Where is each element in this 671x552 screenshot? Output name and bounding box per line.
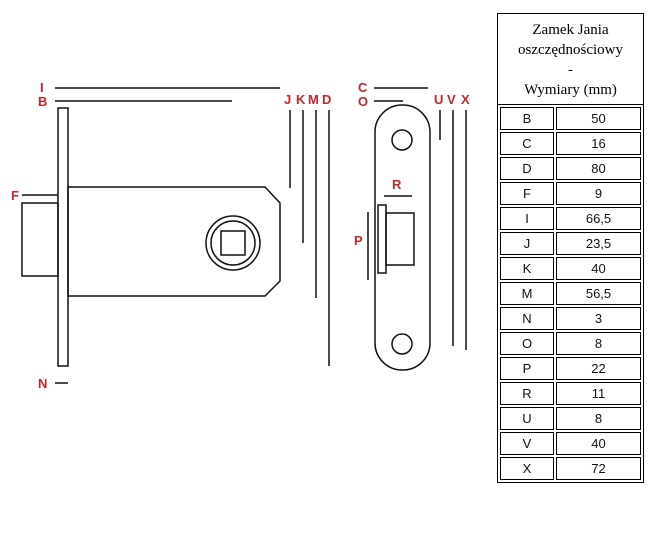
dimension-value: 8 bbox=[556, 407, 641, 430]
label-c: C bbox=[358, 80, 368, 95]
dimension-value: 23,5 bbox=[556, 232, 641, 255]
latch-opening-flange bbox=[377, 204, 387, 274]
dimension-key: F bbox=[500, 182, 554, 205]
dimension-key: M bbox=[500, 282, 554, 305]
dimension-value: 16 bbox=[556, 132, 641, 155]
latch-opening bbox=[385, 212, 415, 266]
latch-bolt bbox=[21, 202, 59, 277]
dimension-key: B bbox=[500, 107, 554, 130]
label-v: V bbox=[447, 92, 456, 107]
lock-body bbox=[67, 186, 281, 297]
dimensions-table: Zamek Jania oszczędnościowy - Wymiary (m… bbox=[497, 13, 644, 483]
dimension-value: 66,5 bbox=[556, 207, 641, 230]
dimension-key: O bbox=[500, 332, 554, 355]
dimension-value: 22 bbox=[556, 357, 641, 380]
spindle-hub-outer bbox=[205, 215, 261, 271]
lock-dimension-drawing: I B F N J K M D C O U V X R P bbox=[11, 80, 470, 391]
dimension-value: 8 bbox=[556, 332, 641, 355]
label-d: D bbox=[322, 92, 331, 107]
label-o: O bbox=[358, 94, 368, 109]
dimension-key: V bbox=[500, 432, 554, 455]
label-p: P bbox=[354, 233, 363, 248]
label-b: B bbox=[38, 94, 47, 109]
dimension-key: X bbox=[500, 457, 554, 480]
strike-screw-hole-top bbox=[391, 129, 413, 151]
label-n: N bbox=[38, 376, 47, 391]
dimension-key: I bbox=[500, 207, 554, 230]
dimension-value: 11 bbox=[556, 382, 641, 405]
table-title-line-3: - bbox=[568, 62, 573, 78]
dimension-value: 9 bbox=[556, 182, 641, 205]
label-k: K bbox=[296, 92, 306, 107]
dimension-value: 72 bbox=[556, 457, 641, 480]
dimension-key: K bbox=[500, 257, 554, 280]
table-title: Zamek Jania oszczędnościowy - Wymiary (m… bbox=[498, 14, 643, 105]
strike-plate bbox=[374, 104, 431, 371]
dimension-value: 3 bbox=[556, 307, 641, 330]
dimension-value: 40 bbox=[556, 432, 641, 455]
label-m: M bbox=[308, 92, 319, 107]
dimension-value: 80 bbox=[556, 157, 641, 180]
dimension-value: 50 bbox=[556, 107, 641, 130]
spindle-square bbox=[220, 230, 246, 256]
label-u: U bbox=[434, 92, 443, 107]
dimension-value: 40 bbox=[556, 257, 641, 280]
label-x: X bbox=[461, 92, 470, 107]
dimension-key: P bbox=[500, 357, 554, 380]
dimension-key: C bbox=[500, 132, 554, 155]
table-title-line-4: Wymiary (mm) bbox=[524, 82, 617, 98]
label-f: F bbox=[11, 188, 19, 203]
faceplate bbox=[57, 107, 69, 367]
dimension-key: U bbox=[500, 407, 554, 430]
label-i: I bbox=[40, 80, 44, 95]
strike-screw-hole-bottom bbox=[391, 333, 413, 355]
spindle-hub-inner bbox=[210, 220, 256, 266]
label-r: R bbox=[392, 177, 402, 192]
dimension-value: 56,5 bbox=[556, 282, 641, 305]
dimension-key: J bbox=[500, 232, 554, 255]
dimension-key: R bbox=[500, 382, 554, 405]
table-title-line-2: oszczędnościowy bbox=[518, 42, 623, 58]
dimension-key: N bbox=[500, 307, 554, 330]
table-title-line-1: Zamek Jania bbox=[532, 22, 609, 38]
dimension-key: D bbox=[500, 157, 554, 180]
label-j: J bbox=[284, 92, 291, 107]
